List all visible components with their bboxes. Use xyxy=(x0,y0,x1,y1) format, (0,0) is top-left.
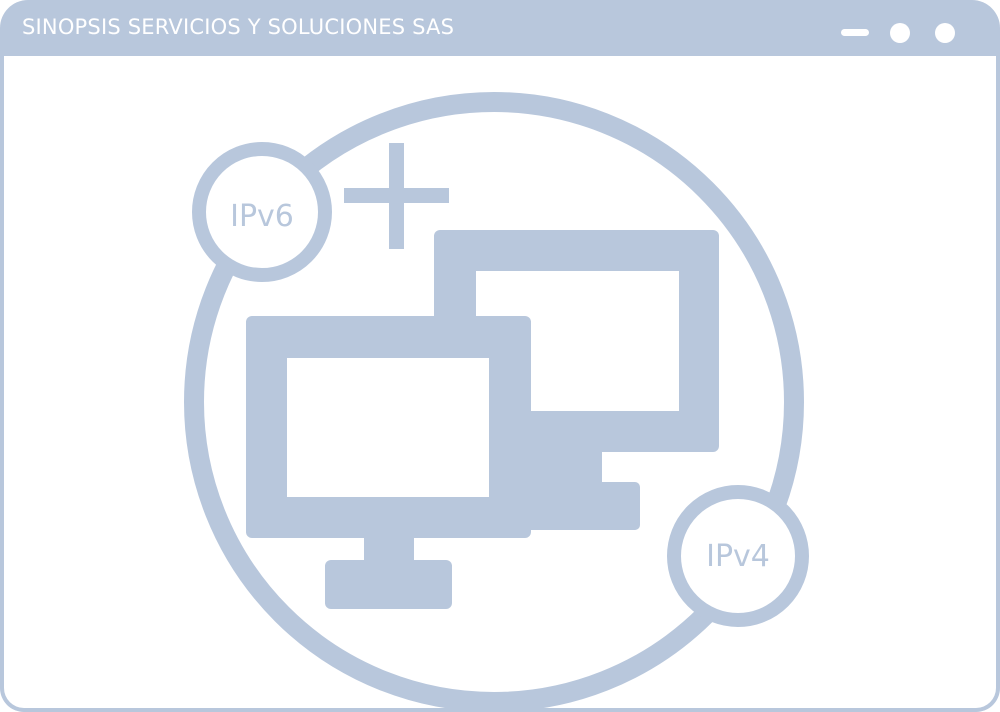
ipv6-label: IPv6 xyxy=(230,199,294,234)
big-ring xyxy=(184,92,804,712)
window-title: SINOPSIS SERVICIOS Y SOLUCIONES SAS xyxy=(22,15,455,39)
ipv6-badge: IPv6 xyxy=(192,142,332,282)
close-button[interactable] xyxy=(935,23,955,43)
monitor-front-icon xyxy=(246,316,531,609)
plus-icon xyxy=(344,143,449,249)
maximize-button[interactable] xyxy=(890,23,910,43)
minimize-icon[interactable] xyxy=(841,29,869,36)
ipv4-label: IPv4 xyxy=(706,539,770,574)
title-bar[interactable]: SINOPSIS SERVICIOS Y SOLUCIONES SAS xyxy=(0,0,1000,58)
ipv4-badge: IPv4 xyxy=(667,485,809,627)
